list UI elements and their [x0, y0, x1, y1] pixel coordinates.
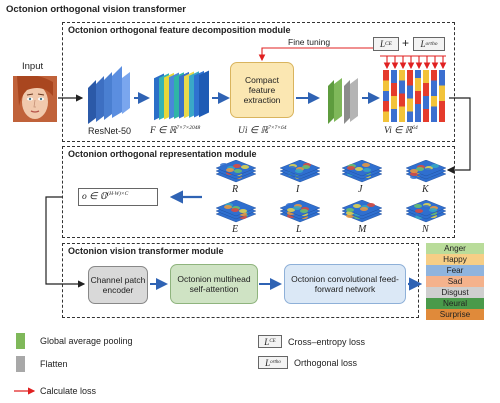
U-label-main: Ui ∈ ℝ: [238, 126, 269, 137]
F-label: F ∈ ℝ7×7×2048: [150, 125, 200, 136]
V-label-sup: 64: [412, 125, 418, 131]
legend-ce-text: Cross–entropy loss: [288, 337, 366, 347]
octonion-part-label-n: N: [422, 224, 429, 235]
o-label: o ∈ 𝕆(H·W)×C: [82, 191, 128, 202]
gap-and-flatten-blocks: [328, 78, 358, 124]
octonion-part-label-j: J: [358, 184, 363, 195]
octonion-part-e: E: [212, 199, 258, 235]
legend-gap-swatch: [16, 333, 25, 349]
F-feature-stack: [154, 70, 209, 121]
V-label: Vi ∈ ℝ64: [384, 125, 418, 136]
decomposition-module-title: Octonion orthogonal feature decompositio…: [68, 25, 291, 35]
F-label-sup: 7×7×2048: [176, 125, 201, 131]
U-label: Ui ∈ ℝ7×7×64: [238, 125, 287, 136]
V-to-representation-arrow: [446, 97, 471, 174]
legend-ortho-text: Orthogonal loss: [294, 358, 358, 368]
channel-patch-encoder-block: Channel patch encoder: [88, 266, 148, 304]
octonion-part-label-e: E: [232, 224, 239, 235]
plus-sign: +: [402, 36, 410, 50]
octonion-part-m: M: [338, 199, 384, 235]
input-face-image: [13, 76, 57, 122]
resnet-label: ResNet-50: [88, 126, 132, 136]
octonion-part-label-r: R: [232, 184, 239, 195]
representation-module-title: Octonion orthogonal representation modul…: [68, 149, 257, 159]
resnet-blocks: [88, 66, 130, 124]
o-box: [78, 188, 158, 206]
representation-module-box: [62, 146, 455, 238]
octonion-part-i: I: [276, 159, 322, 195]
feed-forward-network-block: Octonion convolutional feed-forward netw…: [284, 264, 406, 304]
compact-feature-extraction-block: Compact feature extraction: [230, 62, 294, 118]
V-label-main: Vi ∈ ℝ: [384, 126, 413, 137]
octonion-part-label-m: M: [358, 224, 367, 235]
octonion-part-n: N: [402, 199, 448, 235]
decomposition-module-box: [62, 22, 455, 142]
legend-flatten-swatch: [16, 356, 25, 372]
emotion-sad: Sad: [426, 276, 484, 287]
o-label-sup: (H·W)×C: [107, 191, 129, 197]
o-to-transformer-arrow: [45, 196, 86, 288]
emotion-fear: Fear: [426, 265, 484, 276]
octonion-part-j: J: [338, 159, 384, 195]
emotion-surprise: Surprise: [426, 309, 484, 320]
transformer-module-title: Octonion vision transformer module: [68, 246, 224, 256]
emotion-disgust: Disgust: [426, 287, 484, 298]
octonion-part-label-i: I: [296, 184, 300, 195]
emotion-happy: Happy: [426, 254, 484, 265]
V-vector-columns: [383, 70, 449, 122]
fine-tuning-label: Fine tuning: [288, 37, 331, 47]
octonion-part-l: L: [276, 199, 322, 235]
octonion-part-r: R: [212, 159, 258, 195]
loss-arrows: [258, 47, 447, 70]
emotion-neural: Neural: [426, 298, 484, 309]
legend-flatten-text: Flatten: [40, 359, 68, 369]
legend-gap-text: Global average pooling: [40, 336, 133, 346]
octonion-part-k: K: [402, 159, 448, 195]
U-label-sup: 7×7×64: [268, 125, 287, 131]
legend-calc-loss-text: Calculate loss: [40, 386, 97, 396]
multihead-self-attention-block: Octonion multihead self-attention: [170, 264, 258, 304]
emotion-anger: Anger: [426, 243, 484, 254]
input-label: Input: [22, 61, 44, 72]
octonion-part-label-k: K: [422, 184, 429, 195]
diagram-title: Octonion orthogonal vision transformer: [6, 4, 186, 15]
o-label-main: o ∈ 𝕆: [82, 192, 108, 203]
F-label-main: F ∈ ℝ: [150, 126, 177, 137]
octonion-part-label-l: L: [296, 224, 302, 235]
